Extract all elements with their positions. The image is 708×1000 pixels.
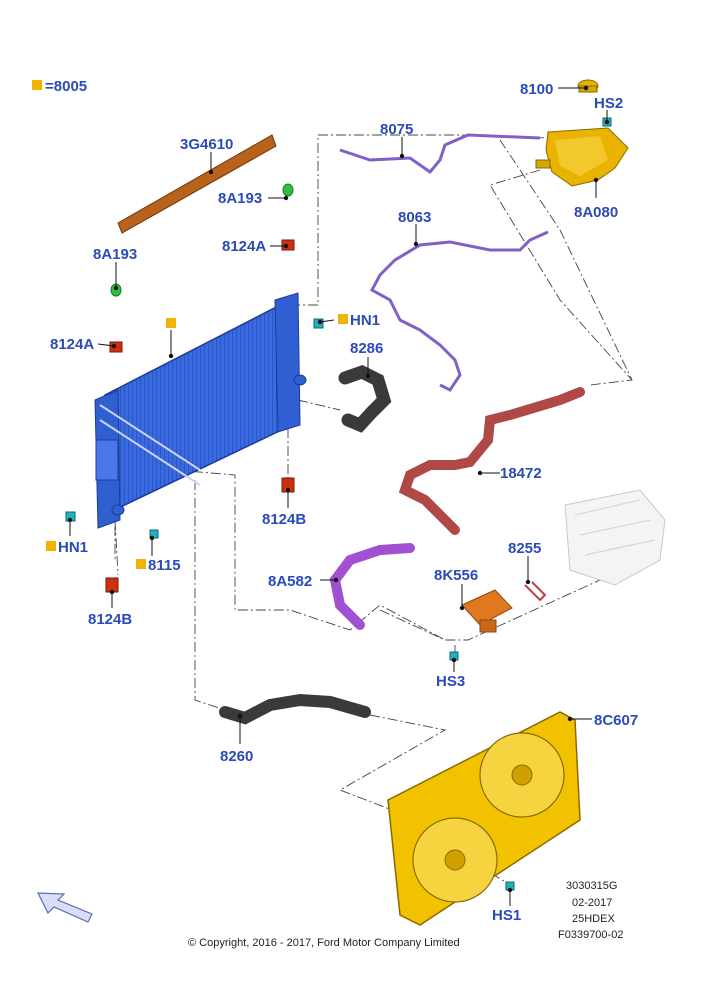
copyright-notice: © Copyright, 2016 - 2017, Ford Motor Com… (188, 937, 460, 949)
reference-block: 3030315G 02-2017 25HDEX F0339700-02 (558, 880, 623, 941)
leader-lines (67, 85, 610, 906)
engine-block-outline (564, 489, 666, 586)
label-8075: 8075 (380, 121, 413, 138)
label-8K556: 8K556 (434, 567, 478, 584)
radiator-marker (166, 318, 176, 328)
pipe-8255-part (524, 581, 547, 602)
8115-marker (136, 559, 146, 569)
label-8115: 8115 (148, 557, 181, 574)
label-HS2: HS2 (594, 95, 623, 112)
label-8A193-left: 8A193 (93, 246, 137, 263)
label-8124A-left: 8124A (50, 336, 94, 353)
hose-8260-part (219, 693, 371, 725)
radiator-part (94, 292, 307, 529)
label-8A582: 8A582 (268, 573, 312, 590)
ref-line-2: 02-2017 (572, 897, 612, 909)
label-HN1-top: HN1 (350, 312, 380, 329)
deflector-part (117, 134, 277, 234)
label-3G4610: 3G4610 (180, 136, 233, 153)
label-8A193-top: 8A193 (218, 190, 262, 207)
hn1-top-marker (338, 314, 348, 324)
hose-18472-part (398, 387, 585, 535)
label-HS1: HS1 (492, 907, 521, 924)
hose-8063-part (369, 230, 549, 392)
label-HS3: HS3 (436, 673, 465, 690)
label-8124B-bottom: 8124B (88, 611, 132, 628)
fan-shroud-part (387, 711, 581, 926)
filler-cap-part (577, 79, 599, 93)
legend-marker (32, 80, 42, 90)
label-HN1-left: HN1 (58, 539, 88, 556)
label-8063: 8063 (398, 209, 431, 226)
label-8255: 8255 (508, 540, 541, 557)
label-8124A-top: 8124A (222, 238, 266, 255)
coolant-bottle-part (535, 127, 629, 187)
part-labels: 3G4610 8A193 8124A 8A193 8124A 8100 HS2 … (50, 81, 638, 924)
label-8124B-center: 8124B (262, 511, 306, 528)
hn1-left-marker (46, 541, 56, 551)
label-8286: 8286 (350, 340, 383, 357)
hose-8286-part (338, 364, 392, 433)
ref-line-3: 25HDEX (572, 913, 615, 925)
label-8260: 8260 (220, 748, 253, 765)
valve-8K556-part (461, 589, 513, 633)
orientation-arrow-icon (37, 892, 93, 923)
ref-line-1: 3030315G (566, 880, 617, 892)
label-18472: 18472 (500, 465, 542, 482)
legend: =8005 (32, 78, 87, 95)
label-8A080: 8A080 (574, 204, 618, 221)
ref-line-4: F0339700-02 (558, 929, 623, 941)
label-8C607: 8C607 (594, 712, 638, 729)
hose-8075-part (339, 133, 541, 175)
legend-label: =8005 (45, 78, 87, 95)
hose-8A582-part (329, 543, 415, 630)
label-8100: 8100 (520, 81, 553, 98)
